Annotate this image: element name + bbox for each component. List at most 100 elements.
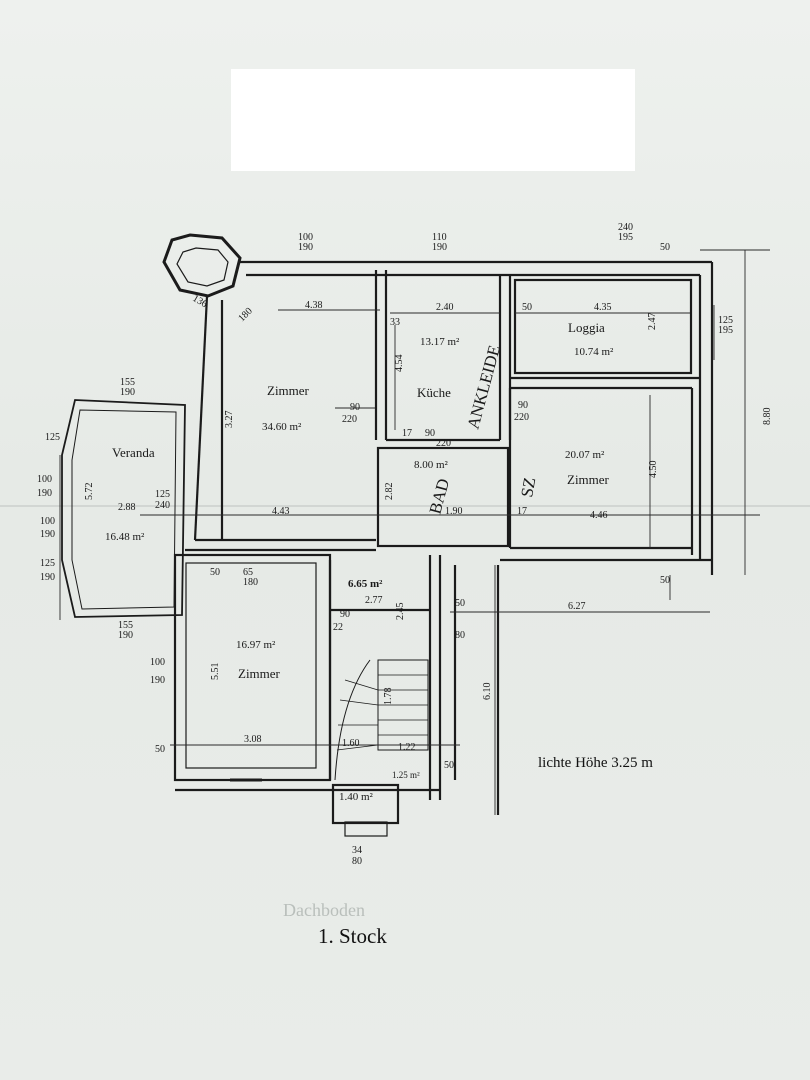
dim: 22 [333,622,343,633]
dim: 50 [455,598,465,609]
dim: 50 [155,744,165,755]
dim: 80 [455,630,465,641]
dim: 1.60 [342,738,360,749]
room-labels: Zimmer 34.60 m² Küche 13.17 m² Loggia 10… [105,320,614,803]
floor-title: 1. Stock [318,924,387,948]
dim: 90 [340,609,350,620]
ceiling-height-note: lichte Höhe 3.25 m [538,755,653,771]
room-area-veranda: 16.48 m² [105,531,145,543]
dimension-lines [59,249,770,815]
dim: 6.10 [482,683,493,701]
dim: 100 [37,474,52,485]
dim: 50 [660,242,670,253]
room-area-zimmer-main: 34.60 m² [262,421,302,433]
dim: 240 [618,222,633,233]
dim: 2.47 [647,313,658,331]
dim: 3.27 [224,411,235,429]
dim: 195 [618,232,633,243]
dim: 4.43 [272,506,290,517]
dim: 4.35 [594,302,612,313]
dim: 90 [350,402,360,413]
redacted-block [231,69,635,171]
dim: 1.90 [445,506,463,517]
dim: 80 [352,856,362,867]
dimension-labels: 100 190 110 190 240 195 50 4.38 2.40 50 … [37,222,773,867]
dim: 50 [660,575,670,586]
dim: 2.82 [384,483,395,501]
dim: 190 [298,242,313,253]
dim: 5.72 [84,483,95,501]
walls [61,233,714,837]
room-area-wc: 1.40 m² [339,791,374,803]
dim: 1.78 [383,688,394,706]
dim: 2.45 [395,603,406,621]
dim: 65 [243,567,253,578]
room-area-zimmer-east: 20.07 m² [565,449,605,461]
paper-fold [0,505,810,507]
room-name-zimmer-south: Zimmer [238,666,281,681]
faded-label: Dachboden [283,900,365,920]
dim: 90 [518,400,528,411]
dim: 190 [118,630,133,641]
handwritten-notes: ANKLEIDE BAD SZ [426,343,540,516]
dim: 6.27 [568,601,586,612]
room-name-zimmer-east: Zimmer [567,472,610,487]
note-ankleide: ANKLEIDE [464,343,505,431]
dim: 190 [37,488,52,499]
dim: 190 [40,572,55,583]
room-area-zimmer-south: 16.97 m² [236,639,276,651]
note-sz: SZ [517,476,539,499]
room-area-bad: 8.00 m² [414,459,449,471]
dim: 17 [402,428,412,439]
room-name-veranda: Veranda [112,445,155,460]
dim: 195 [718,325,733,336]
dim: 100 [150,657,165,668]
dim: 125 [155,489,170,500]
dim: 190 [120,387,135,398]
dim: 180 [236,306,254,324]
dim: 190 [432,242,447,253]
dim: 2.77 [365,595,383,606]
dim: 110 [432,232,447,243]
dim: 125 [718,315,733,326]
dim: 3.08 [244,734,262,745]
room-area-small: 1.25 m² [392,770,420,780]
room-name-loggia: Loggia [568,320,605,335]
room-area-kueche: 13.17 m² [420,336,460,348]
dim: 240 [155,500,170,511]
dim: 220 [436,438,451,449]
room-name-kueche: Küche [417,385,451,400]
dim: 50 [444,760,454,771]
dim: 125 [45,432,60,443]
dim: 155 [120,377,135,388]
dim: 190 [150,675,165,686]
dim: 50 [210,567,220,578]
dim: 50 [522,302,532,313]
room-area-loggia: 10.74 m² [574,346,614,358]
dim: 4.46 [590,510,608,521]
dim: 190 [40,529,55,540]
dim: 90 [425,428,435,439]
dim: 17 [517,506,527,517]
dim: 100 [40,516,55,527]
dim: 2.88 [118,502,136,513]
dim: 1.22 [398,742,416,753]
dim: 4.50 [648,461,659,479]
dim: 180 [243,577,258,588]
dim: 100 [298,232,313,243]
dim: 33 [390,317,400,328]
dim: 8.80 [762,408,773,426]
dim: 4.38 [305,300,323,311]
dim: 220 [514,412,529,423]
dim: 155 [118,620,133,631]
dim: 125 [40,558,55,569]
dim: 220 [342,414,357,425]
dim: 2.40 [436,302,454,313]
room-name-zimmer-main: Zimmer [267,383,310,398]
dim: 5.51 [210,663,221,681]
dim: 4.54 [394,355,405,373]
dim: 34 [352,845,362,856]
room-area-vorraum: 6.65 m² [348,578,383,590]
